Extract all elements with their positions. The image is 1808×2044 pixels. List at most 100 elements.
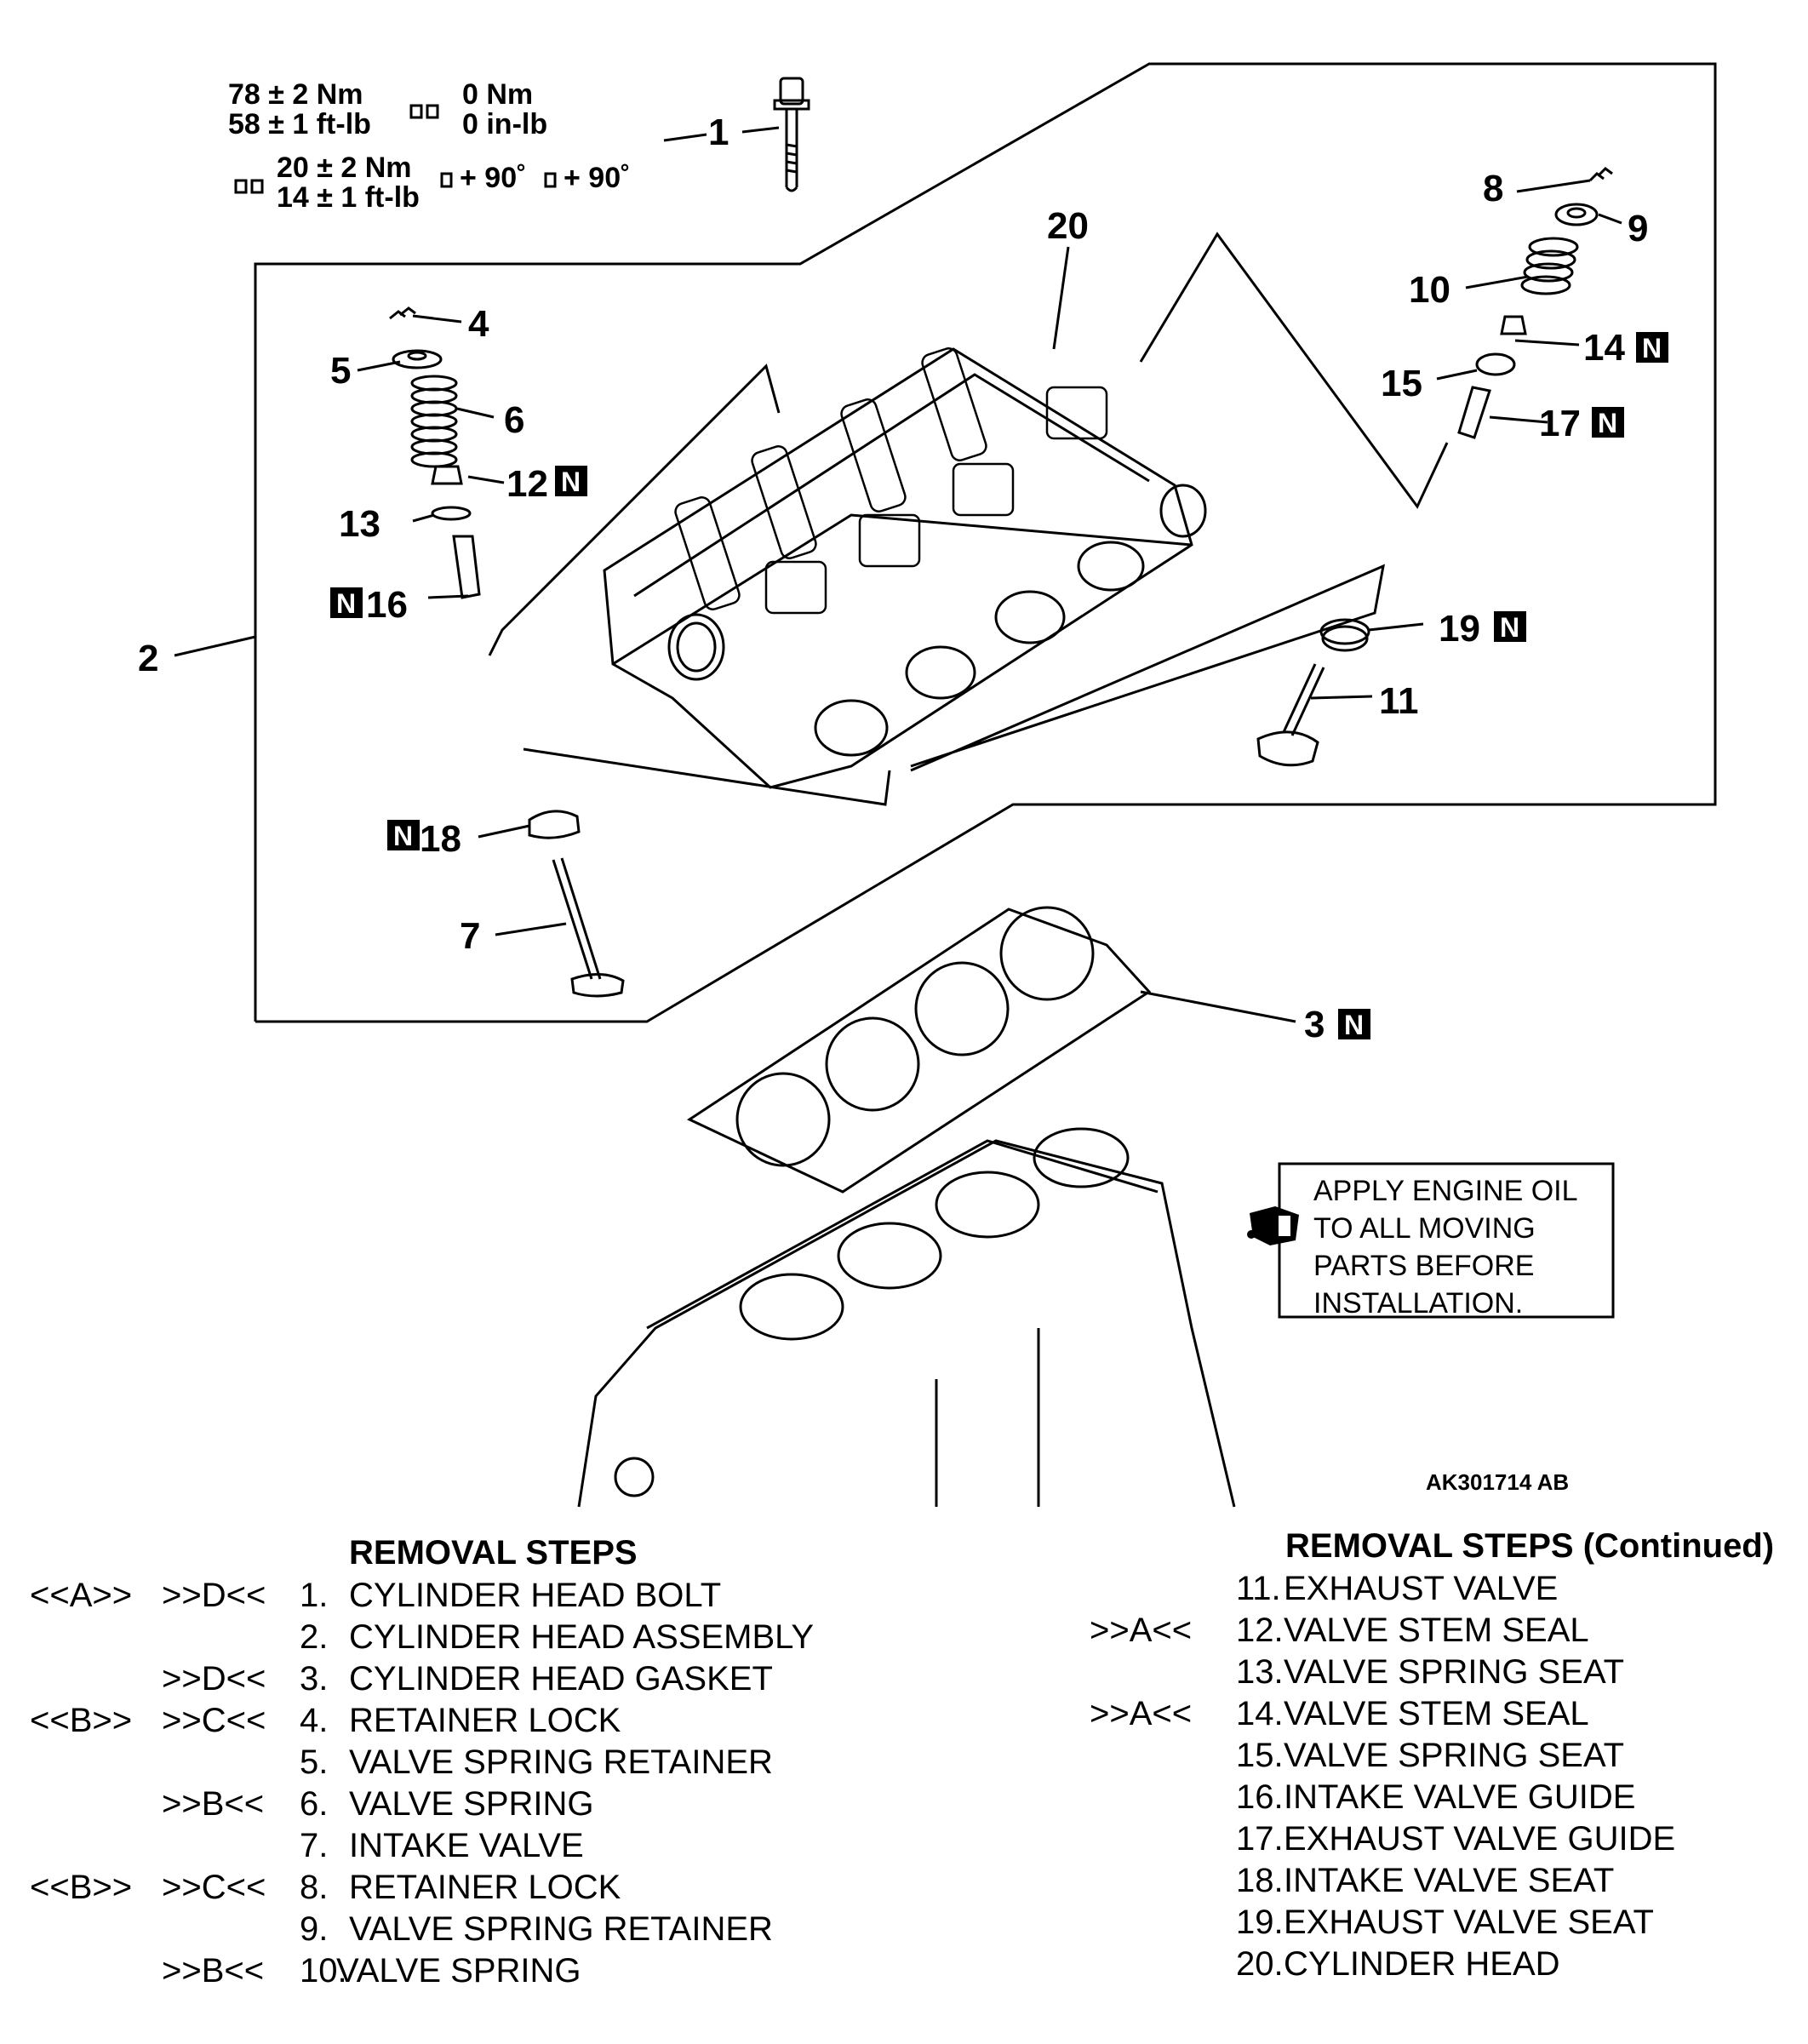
callout-12: 12: [506, 463, 548, 505]
step-label: EXHAUST VALVE GUIDE: [1284, 1820, 1676, 1858]
step-tag-a: <<A>>: [30, 1577, 133, 1614]
svg-text:N: N: [561, 467, 581, 497]
step-label: VALVE SPRING: [336, 1952, 581, 1990]
step-label: VALVE SPRING RETAINER: [349, 1910, 773, 1948]
removal-steps-title: REMOVAL STEPS: [349, 1534, 638, 1572]
removal-step-row: 7. INTAKE VALVE: [0, 1825, 851, 1867]
callout-16: 16: [366, 584, 408, 626]
callout-7: 7: [460, 915, 480, 957]
removal-step-row: 13.VALVE SPRING SEAT: [1090, 1652, 1805, 1693]
step-tag: >>A<<: [1090, 1695, 1193, 1732]
step-tag-a: <<B>>: [30, 1869, 133, 1906]
engine-block-part: [577, 1127, 1236, 1508]
square-icon: [544, 172, 557, 188]
callout-3: 3: [1304, 1004, 1325, 1045]
removal-step-row: 20.CYLINDER HEAD: [1090, 1944, 1805, 1985]
step-label: INTAKE VALVE GUIDE: [1284, 1778, 1636, 1816]
step-number: 9.: [300, 1910, 329, 1948]
step-number: 12.: [1236, 1612, 1284, 1649]
removal-step-row: 9. VALVE SPRING RETAINER: [0, 1909, 851, 1950]
new-part-badge-14: N: [1636, 332, 1668, 364]
torque-line1-nm: 78 ± 2 Nm: [228, 78, 363, 111]
step-label: VALVE STEM SEAL: [1284, 1695, 1589, 1732]
torque-line3-ftlb: 14 ± 1 ft-lb: [277, 181, 420, 214]
removal-step-row: >>A<<14.VALVE STEM SEAL: [1090, 1693, 1805, 1735]
step-tag-a: <<B>>: [30, 1702, 133, 1739]
exploded-view-diagram: 78 ± 2 Nm 58 ± 1 ft-lb 0 Nm 0 in-lb 20 ±…: [138, 62, 1717, 1508]
step-number: 8.: [300, 1869, 329, 1906]
callout-1: 1: [708, 112, 729, 153]
step-label: INTAKE VALVE SEAT: [1284, 1862, 1615, 1899]
step-number: 1.: [300, 1577, 329, 1614]
double-square-icon: [409, 104, 439, 119]
torque-angle-a: + 90˚: [460, 162, 526, 194]
callout-13: 13: [339, 503, 380, 545]
step-number: 5.: [300, 1743, 329, 1781]
new-part-badge-19: N: [1494, 611, 1526, 643]
head-gasket-part: [686, 906, 1152, 1194]
step-label: CYLINDER HEAD ASSEMBLY: [349, 1618, 815, 1656]
step-tag-b: >>C<<: [162, 1869, 266, 1906]
step-number: 17.: [1236, 1820, 1284, 1858]
step-number: 15.: [1236, 1737, 1284, 1774]
removal-step-row: 5. VALVE SPRING RETAINER: [0, 1742, 851, 1783]
step-number: 6.: [300, 1785, 329, 1823]
step-label: CYLINDER HEAD GASKET: [349, 1660, 773, 1698]
step-label: RETAINER LOCK: [349, 1869, 621, 1906]
step-label: EXHAUST VALVE SEAT: [1284, 1904, 1654, 1941]
removal-step-row: >>A<<12.VALVE STEM SEAL: [1090, 1610, 1805, 1652]
figure-id: AK301714 AB: [1426, 1469, 1569, 1495]
callout-6: 6: [504, 399, 524, 441]
step-number: 10.: [300, 1952, 347, 1990]
removal-steps-continued-title: REMOVAL STEPS (Continued): [1285, 1527, 1775, 1565]
step-label: INTAKE VALVE: [349, 1827, 584, 1864]
step-label: VALVE SPRING: [349, 1785, 594, 1823]
leader-lines: [174, 126, 1622, 1023]
callout-11: 11: [1379, 680, 1419, 722]
step-number: 16.: [1236, 1778, 1284, 1816]
torque-line2-nm: 0 Nm: [462, 78, 533, 111]
double-square-icon: [234, 179, 264, 194]
step-label: VALVE SPRING RETAINER: [349, 1743, 773, 1781]
step-tag-b: >>B<<: [162, 1785, 265, 1823]
svg-text:N: N: [1344, 1010, 1364, 1040]
svg-text:N: N: [1500, 612, 1519, 643]
torque-line2-inlb: 0 in-lb: [462, 108, 547, 140]
step-number: 19.: [1236, 1904, 1284, 1941]
removal-step-row: <<A>>>>D<<1.CYLINDER HEAD BOLT: [0, 1575, 851, 1617]
step-tag-b: >>C<<: [162, 1702, 266, 1739]
torque-spec: 78 ± 2 Nm 58 ± 1 ft-lb 0 Nm 0 in-lb 20 ±…: [228, 78, 630, 214]
new-part-markers: N N N N N N N: [330, 332, 1668, 1040]
oil-note-line2: TO ALL MOVING: [1313, 1212, 1536, 1245]
callout-10: 10: [1409, 269, 1450, 311]
new-part-badge-3: N: [1338, 1009, 1370, 1040]
step-number: 3.: [300, 1660, 329, 1698]
removal-step-row: 15.VALVE SPRING SEAT: [1090, 1735, 1805, 1777]
removal-step-row: <<B>>>>C<<4.RETAINER LOCK: [0, 1700, 851, 1742]
removal-step-row: 19.EXHAUST VALVE SEAT: [1090, 1902, 1805, 1944]
step-number: 2.: [300, 1618, 329, 1656]
new-part-badge-17: N: [1592, 407, 1624, 438]
callout-17: 17: [1539, 403, 1581, 444]
callout-19: 19: [1439, 608, 1480, 650]
step-tag-b: >>D<<: [162, 1660, 266, 1698]
step-number: 20.: [1236, 1945, 1284, 1983]
new-part-badge-12: N: [555, 466, 587, 497]
callout-14: 14: [1583, 327, 1625, 369]
oil-note: APPLY ENGINE OIL TO ALL MOVING PARTS BEF…: [1247, 1162, 1615, 1320]
removal-step-row: >>B<<10.VALVE SPRING: [0, 1950, 851, 1992]
oil-can-icon: [1247, 1206, 1299, 1245]
exhaust-valve-parts: [1256, 167, 1613, 767]
step-number: 4.: [300, 1702, 329, 1739]
removal-step-row: 11.EXHAUST VALVE: [1090, 1568, 1805, 1610]
square-icon: [440, 172, 453, 188]
oil-note-line3: PARTS BEFORE: [1313, 1250, 1534, 1282]
oil-note-line1: APPLY ENGINE OIL: [1313, 1175, 1578, 1207]
callout-20: 20: [1047, 205, 1089, 247]
new-part-badge-16: N: [330, 587, 363, 619]
torque-line3-nm: 20 ± 2 Nm: [277, 152, 412, 184]
callout-2: 2: [138, 638, 158, 679]
torque-line1-ftlb: 58 ± 1 ft-lb: [228, 108, 371, 140]
torque-angle-b: + 90˚: [564, 162, 630, 194]
step-number: 7.: [300, 1827, 329, 1864]
